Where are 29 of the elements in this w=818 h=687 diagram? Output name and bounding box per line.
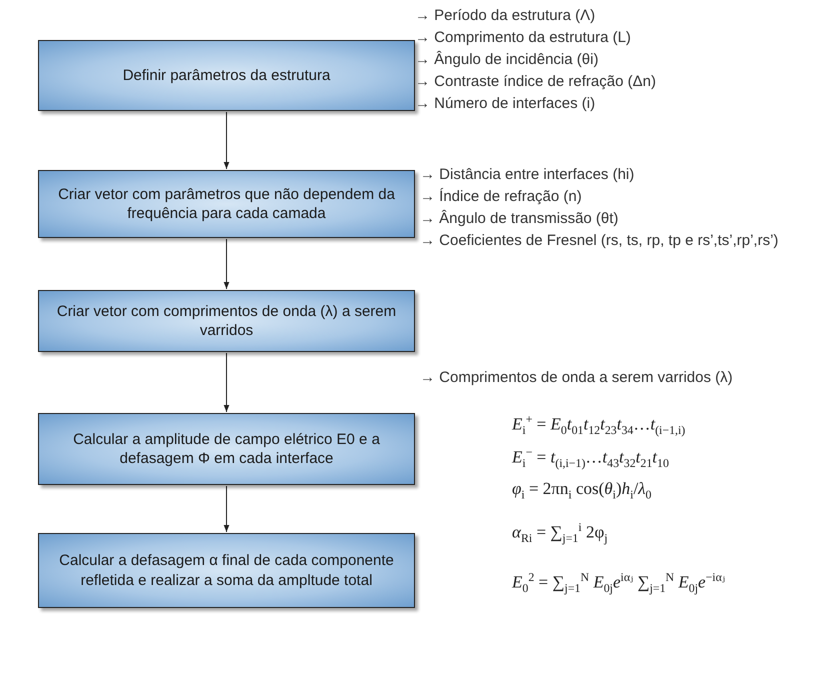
formula: φ$_{i}$ = 2πn$_{i}$ cos(θ$_{i}$)h$_{i}$/λ$_{0}$ (512, 478, 652, 503)
parameter-note: → Número de interfaces (i) (415, 94, 596, 114)
parameter-note: → Ângulo de incidência (θi) (415, 50, 600, 70)
parameter-note: → Índice de refração (n) (420, 187, 583, 206)
step-text: Criar vetor com comprimentos de onda (λ) a serem varridos (56, 302, 398, 340)
step-text: Calcular a defasagem α final de cada componente refletida e realizar a soma da ampltude total (58, 551, 395, 590)
process-box (38, 533, 415, 608)
parameter-note: → Comprimento da estrutura (L) (415, 28, 632, 48)
arrow (224, 486, 230, 532)
arrow (224, 238, 230, 290)
formula: α$_{Ri}$ = ∑$_{j=1}$$^{i}$ 2φ$_{j}$ (512, 520, 609, 547)
step-text: Criar vetor com parâmetros que não dependem da frequência para cada camada (57, 184, 396, 224)
arrow (224, 352, 230, 412)
parameter-note: → Distância entre interfaces (hi) (420, 165, 636, 184)
process-box (38, 413, 415, 485)
step-text: Calcular a amplitude de campo elétrico E0 e a defasagem Φ em cada interface (72, 430, 381, 468)
parameter-note: → Período da estrutura (Λ) (415, 6, 596, 26)
arrow (224, 112, 230, 170)
parameter-note: → Contraste índice de refração (Δn) (415, 72, 657, 92)
parameter-note: → Coeficientes de Fresnel (rs, ts, rp, tp e rs’,ts’,rp’,rs’) (420, 231, 780, 250)
process-box (38, 290, 415, 352)
process-box (38, 40, 415, 111)
process-box (38, 170, 415, 238)
parameter-note: → Comprimentos de onda a serem varridos (λ) (420, 368, 734, 388)
step-text: Definir parâmetros da estrutura (122, 66, 330, 86)
formula: E$_{i}$$^{−}$ = t$_{(i,i−1)}$…t$_{43}$t$_{32}$t$_{21}$t$_{10}$ (512, 445, 670, 472)
parameter-note: → Ângulo de transmissão (θt) (420, 209, 620, 228)
formula: E$_{0}$$^{2}$ = ∑$_{j=1}$$^{N}$ E$_{0j}$e$^{iαⱼ}$ ∑$_{j=1}$$^{N}$ E$_{0j}$e$^{−iαⱼ}$ (512, 570, 726, 597)
formula: E$_{i}$$^{+}$ = E$_{0}$t$_{01}$t$_{12}$t$_{23}$t$_{34}$…t$_{(i−1,i)}$ (512, 412, 686, 439)
